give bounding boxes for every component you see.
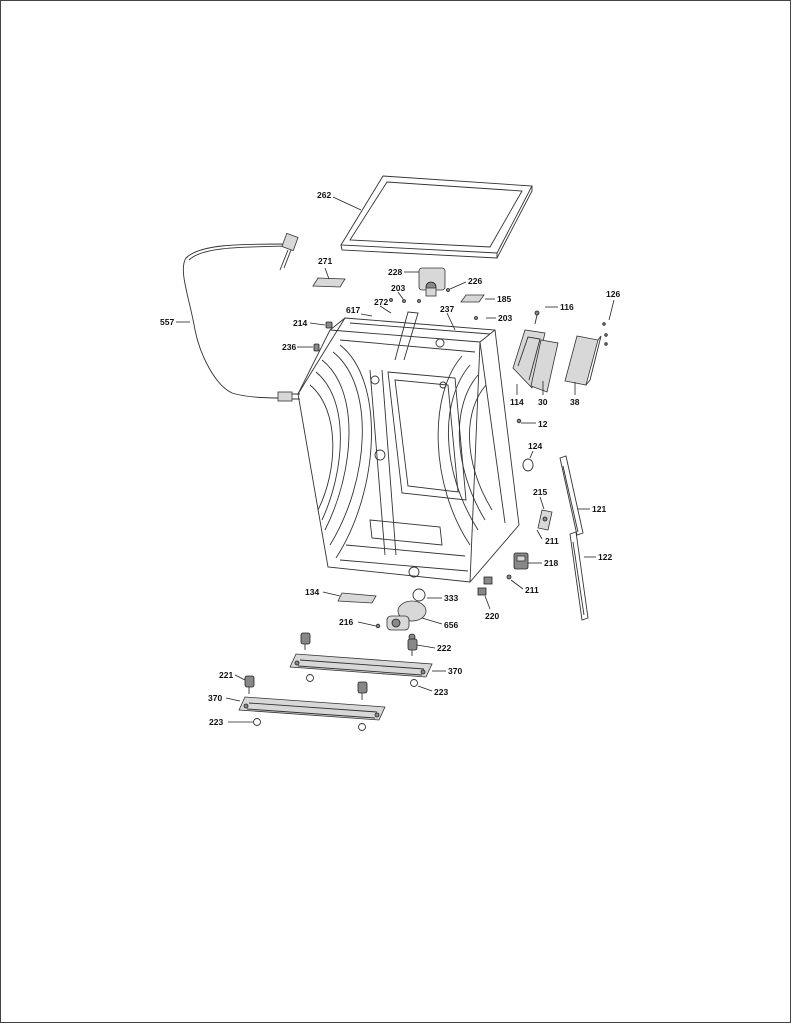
label-557: 557 xyxy=(160,317,174,327)
leveling-foot-parts-222 xyxy=(300,632,418,656)
label-134: 134 xyxy=(305,587,319,597)
module-38-part xyxy=(564,322,608,386)
label-203b: 203 xyxy=(498,313,512,323)
label-370a: 370 xyxy=(448,666,462,676)
label-271-part xyxy=(312,277,346,288)
cabinet-frame-part xyxy=(297,311,520,583)
part-number-labels: 262 557 271 228 226 203 272 185 203 237 … xyxy=(160,190,620,727)
base-rail-370b-part xyxy=(238,696,386,721)
clip-parts-left xyxy=(313,321,333,352)
label-114: 114 xyxy=(510,397,524,407)
screw-216-part xyxy=(375,623,381,629)
label-214: 214 xyxy=(293,318,307,328)
screw-parts-top xyxy=(389,288,478,320)
label-185: 185 xyxy=(497,294,511,304)
label-221: 221 xyxy=(219,670,233,680)
ring-124-part xyxy=(522,458,534,472)
label-223a: 223 xyxy=(434,687,448,697)
label-617: 617 xyxy=(346,305,360,315)
control-board-parts xyxy=(512,310,559,393)
label-121: 121 xyxy=(592,504,606,514)
label-38: 38 xyxy=(570,397,580,407)
top-panel-part xyxy=(340,175,533,259)
base-rail-370a-part xyxy=(289,653,433,678)
foot-220-part xyxy=(477,576,493,596)
label-126: 126 xyxy=(606,289,620,299)
bracket-134-part xyxy=(337,592,377,604)
label-228: 228 xyxy=(388,267,402,277)
screw-211-part xyxy=(506,574,512,580)
label-216: 216 xyxy=(339,617,353,627)
label-237: 237 xyxy=(440,304,454,314)
label-333: 333 xyxy=(444,593,458,603)
label-211b: 211 xyxy=(525,585,539,595)
nut-223b-right xyxy=(358,723,366,731)
label-223b: 223 xyxy=(209,717,223,727)
label-226: 226 xyxy=(468,276,482,286)
label-211a: 211 xyxy=(545,536,559,546)
nut-223a-left xyxy=(306,674,314,682)
nut-223b-left xyxy=(253,718,261,726)
label-236: 236 xyxy=(282,342,296,352)
label-218: 218 xyxy=(544,558,558,568)
label-124: 124 xyxy=(528,441,542,451)
drain-pump-part xyxy=(386,600,427,641)
leveling-foot-parts-221 xyxy=(244,675,368,700)
screw-12-part xyxy=(516,418,522,424)
door-switch-part xyxy=(537,509,553,531)
label-222: 222 xyxy=(437,643,451,653)
connector-block-part xyxy=(513,552,529,570)
side-rail-parts xyxy=(559,455,589,621)
hose-clamp-part xyxy=(412,588,426,602)
water-valve-part xyxy=(418,267,446,297)
label-220: 220 xyxy=(485,611,499,621)
label-262: 262 xyxy=(317,190,331,200)
label-12: 12 xyxy=(538,419,548,429)
label-203a: 203 xyxy=(391,283,405,293)
label-370b: 370 xyxy=(208,693,222,703)
label-122: 122 xyxy=(598,552,612,562)
nut-223a-right xyxy=(410,679,418,687)
label-272: 272 xyxy=(374,297,388,307)
power-cord-part xyxy=(182,232,300,402)
label-215: 215 xyxy=(533,487,547,497)
leader-lines xyxy=(176,196,615,723)
label-185-part xyxy=(460,294,485,303)
label-30: 30 xyxy=(538,397,548,407)
label-271: 271 xyxy=(318,256,332,266)
label-656: 656 xyxy=(444,620,458,630)
label-116: 116 xyxy=(560,302,574,312)
